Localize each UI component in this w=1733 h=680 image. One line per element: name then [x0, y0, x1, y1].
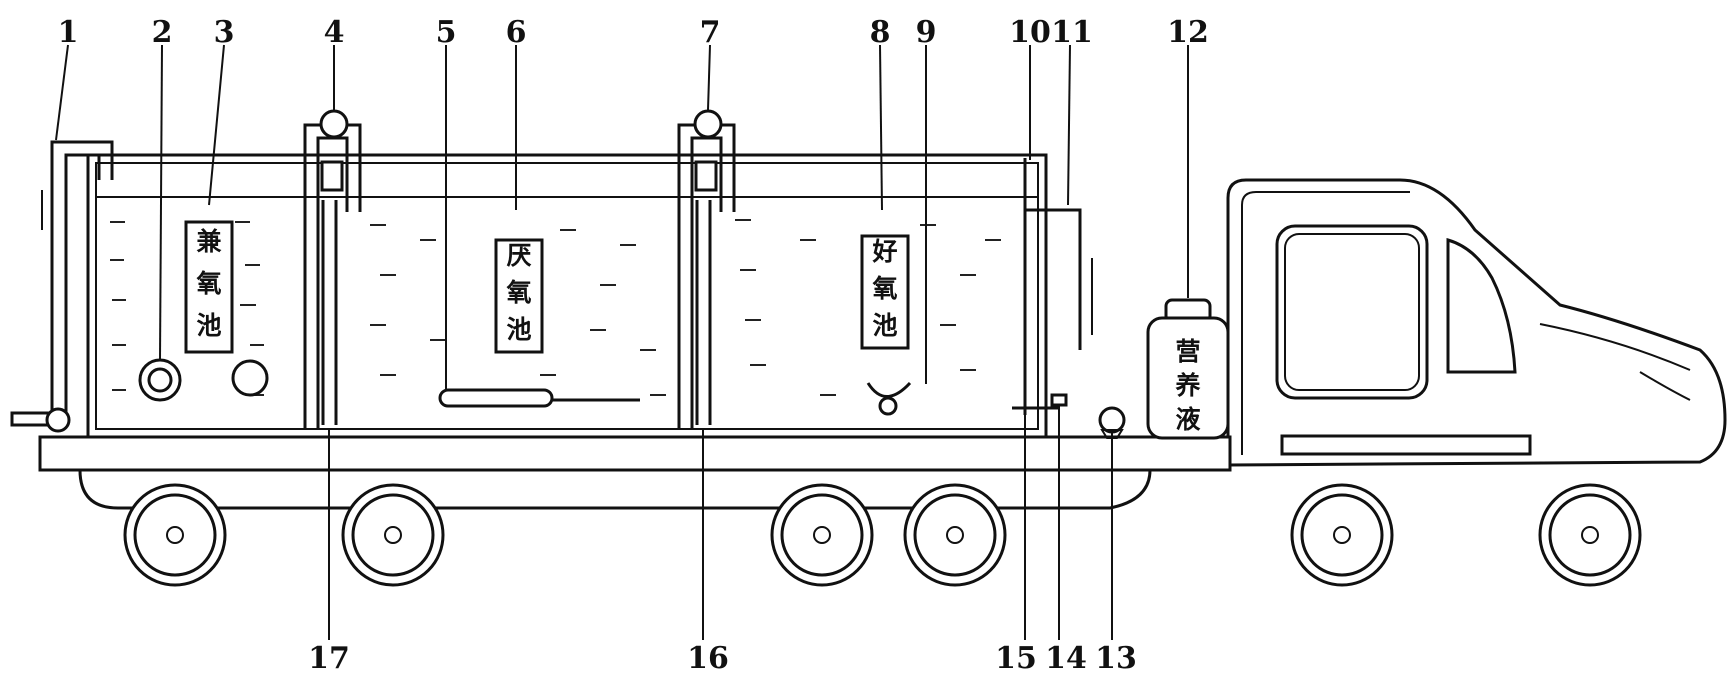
callout-10: 10	[1009, 15, 1051, 50]
tank-label-anaerobic: 厌 氧 池	[494, 238, 544, 354]
tank-label-char: 氧	[505, 278, 531, 307]
callout-8: 8	[870, 15, 891, 50]
nutrient-label-char: 营	[1175, 337, 1200, 366]
wheel	[1538, 483, 1642, 587]
trailer-deck	[38, 435, 1232, 472]
wheel	[341, 483, 445, 587]
callout-13: 13	[1095, 641, 1137, 676]
valve-14-icon	[1050, 393, 1068, 407]
callout-4: 4	[324, 15, 345, 50]
pump-icon	[319, 109, 349, 139]
wheel	[1290, 483, 1394, 587]
callout-16: 16	[687, 641, 729, 676]
callout-1: 1	[58, 15, 79, 50]
callout-9: 9	[916, 15, 937, 50]
tank-label-char: 兼	[196, 227, 221, 256]
nutrient-label-char: 养	[1174, 371, 1200, 400]
outlet-valve	[10, 407, 71, 433]
overflow-pipe	[1012, 158, 1093, 415]
callout-5: 5	[436, 15, 457, 50]
tank-label-char: 氧	[871, 274, 897, 303]
tank-label-char: 氧	[195, 269, 221, 298]
cab-side-window	[1275, 224, 1429, 400]
callout-numbers: 1 2 3 4 5 6 7 8 9 10 11 12 13 14 15 16 1…	[58, 15, 1209, 676]
tank-label-char: 池	[872, 311, 897, 340]
divider-pipe-assembly-right	[677, 109, 736, 430]
water-dashes	[110, 219, 1001, 396]
tank-label-char: 厌	[506, 241, 531, 270]
callout-11: 11	[1051, 15, 1093, 50]
nutrient-bottle	[1146, 298, 1230, 440]
callout-6: 6	[506, 15, 527, 50]
mixer-icon	[138, 358, 269, 402]
cab-front-window	[1446, 237, 1517, 374]
tank-label-facultative: 兼 氧 池	[184, 220, 234, 354]
callout-14: 14	[1045, 641, 1087, 676]
callout-3: 3	[214, 15, 235, 50]
inlet-pipe	[41, 140, 114, 425]
callout-leaders	[55, 44, 1189, 640]
heater-icon	[438, 388, 640, 408]
callout-17: 17	[308, 641, 350, 676]
nutrient-label-char: 液	[1175, 405, 1200, 434]
aerator-icon	[866, 381, 912, 416]
callout-2: 2	[152, 15, 173, 50]
wheel	[770, 483, 874, 587]
nutrient-label: 营 养 液	[1174, 337, 1200, 434]
tank-label-char: 好	[871, 237, 897, 266]
truck-cab	[1226, 178, 1727, 467]
trailer-underbody	[78, 468, 1152, 510]
tank-label-aerobic: 好 氧 池	[860, 234, 910, 350]
callout-7: 7	[700, 15, 721, 50]
tank-label-char: 池	[196, 311, 221, 340]
pump-icon	[693, 109, 723, 139]
cab-step-bar	[1280, 434, 1532, 456]
wheel	[123, 483, 227, 587]
wheel	[903, 483, 1007, 587]
tank-label-char: 池	[506, 315, 531, 344]
divider-pipe-assembly-left	[303, 109, 362, 430]
callout-12: 12	[1167, 15, 1209, 50]
callout-15: 15	[995, 641, 1037, 676]
